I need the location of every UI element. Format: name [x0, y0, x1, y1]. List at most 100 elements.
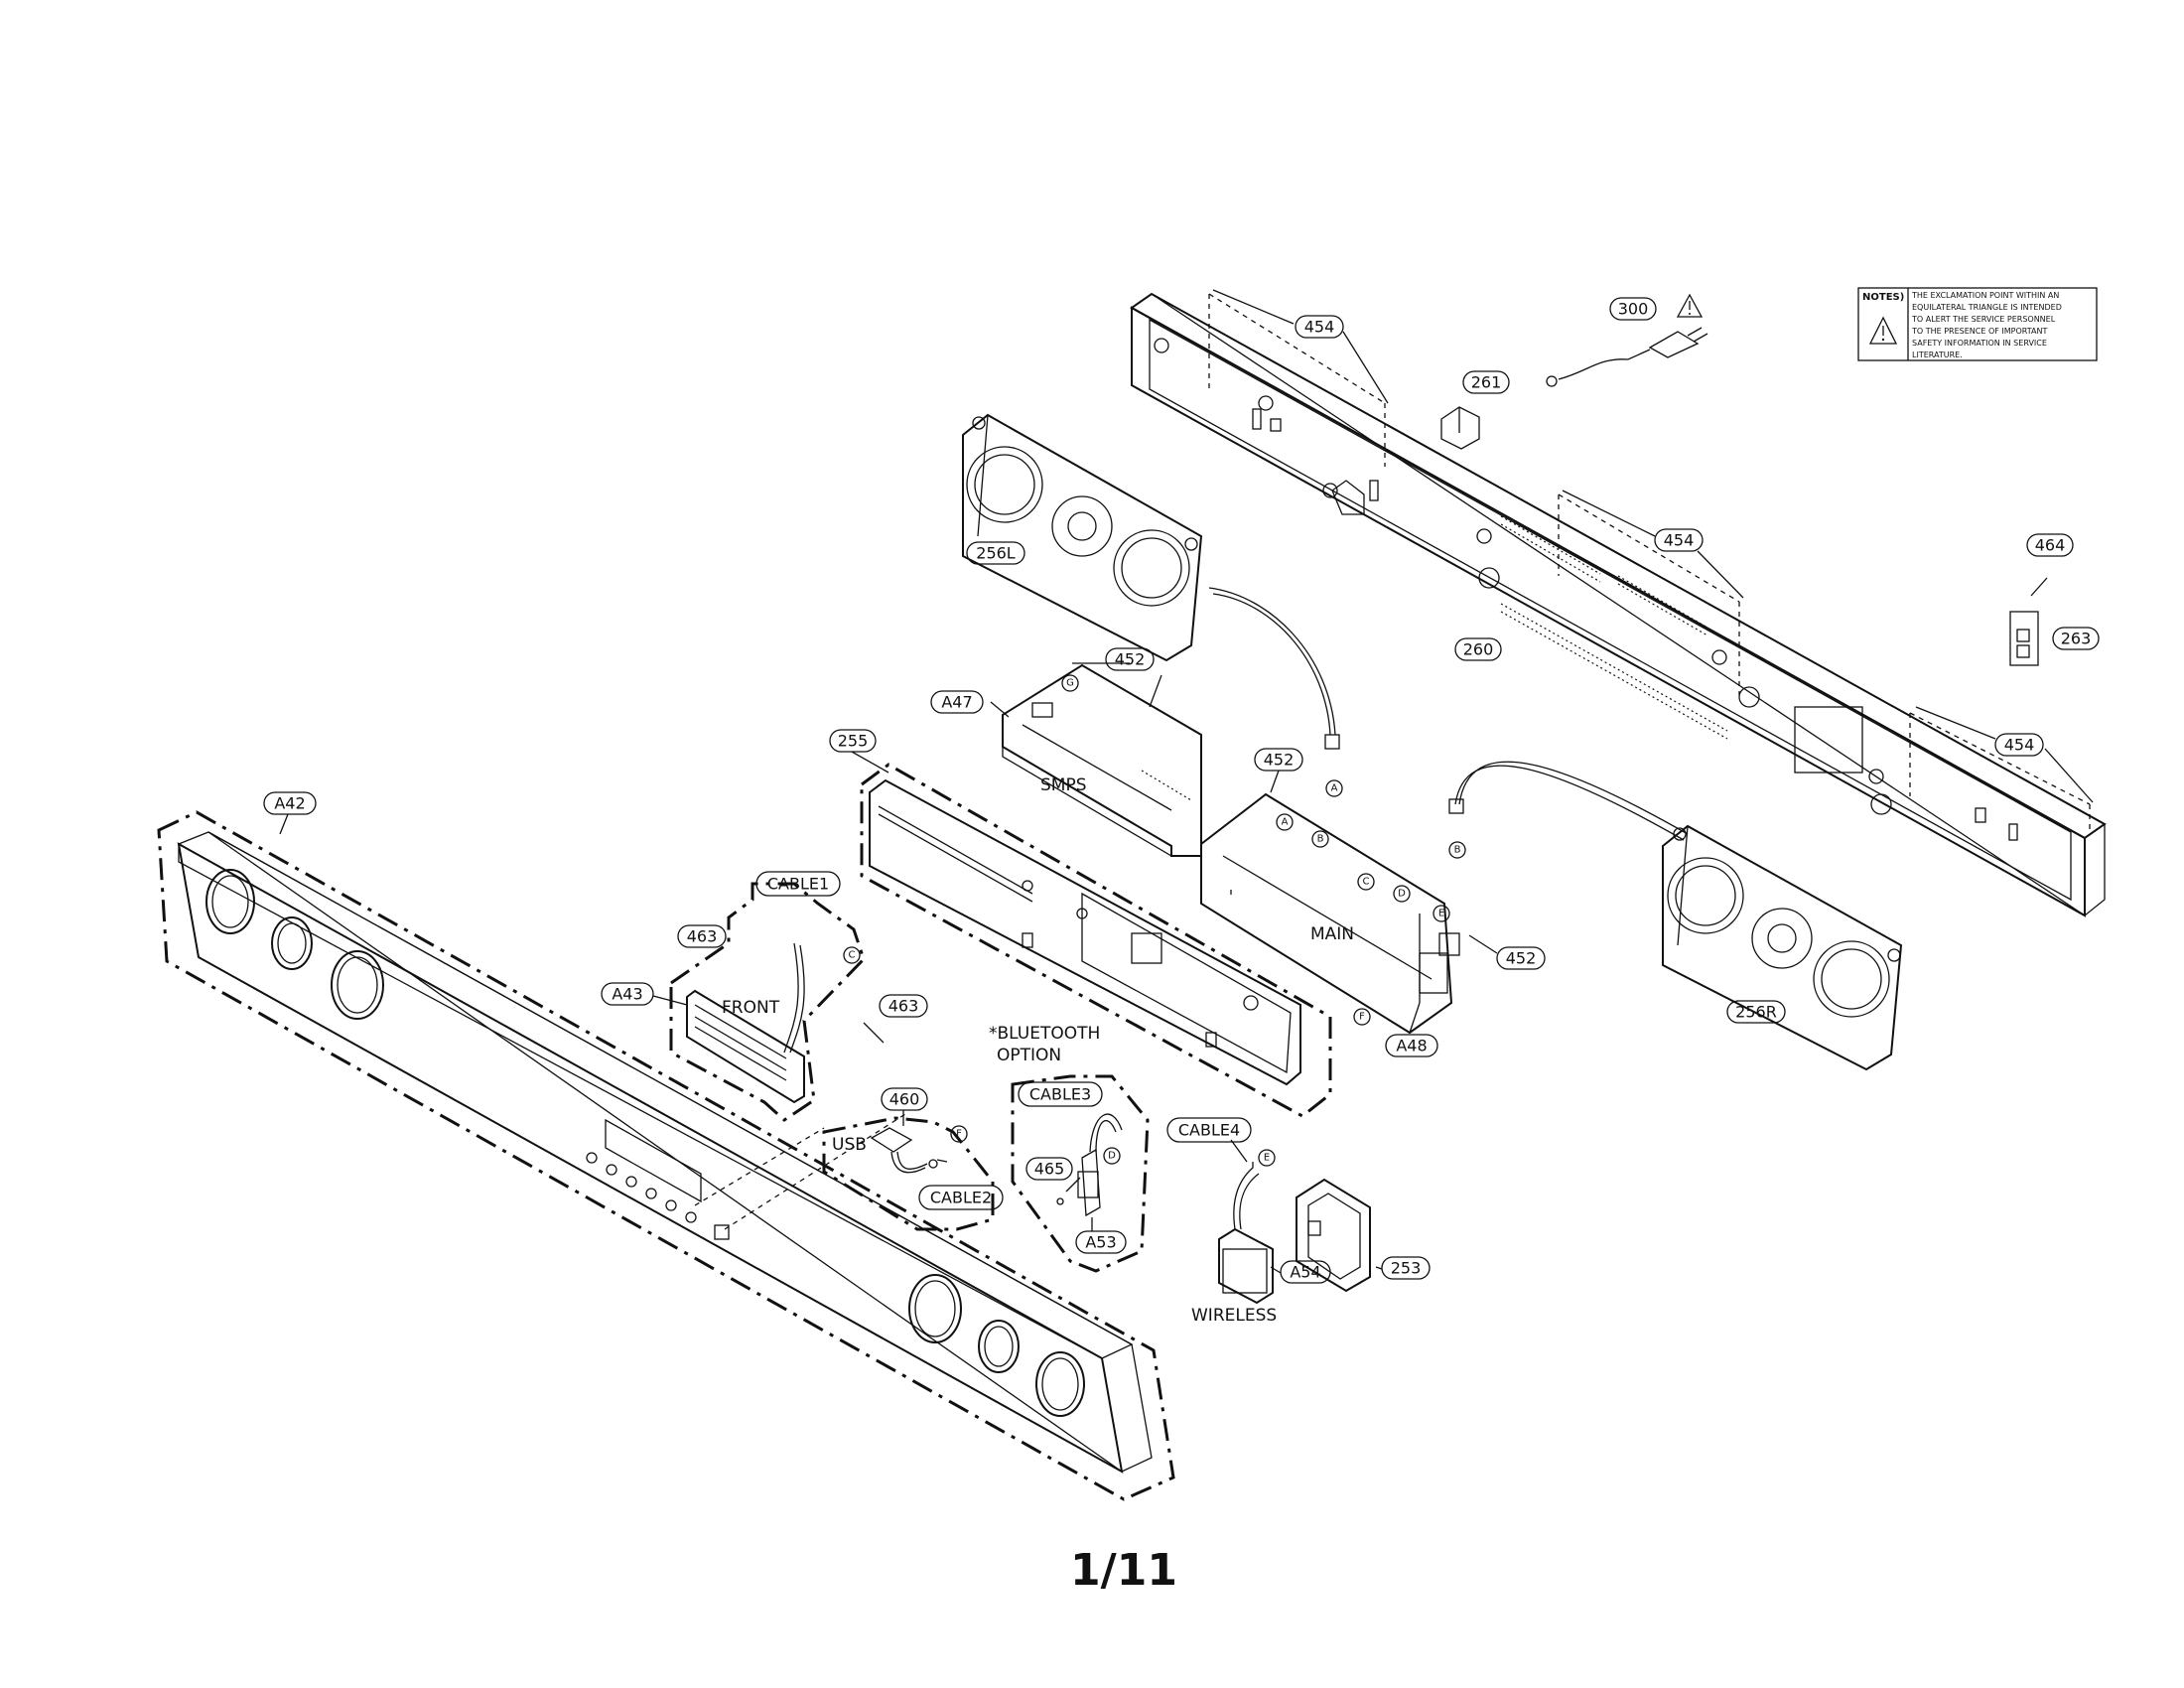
bluetooth-label: OPTION	[997, 1046, 1061, 1065]
front-label: FRONT	[722, 998, 780, 1018]
callout-a53: A53	[1075, 1230, 1127, 1254]
svg-text:255: 255	[838, 732, 869, 751]
boundary-a42	[157, 810, 1175, 1501]
svg-text:A54: A54	[1290, 1263, 1320, 1282]
front-grille-a42	[177, 831, 1153, 1474]
page-number: 1/11	[1070, 1545, 1177, 1596]
svg-text:A: A	[1282, 817, 1289, 828]
boundary-bluetooth	[1011, 1074, 1150, 1273]
svg-text:A47: A47	[941, 693, 972, 712]
svg-text:260: 260	[1463, 640, 1494, 659]
svg-text:E: E	[1438, 909, 1444, 919]
svg-text:300: 300	[1618, 300, 1649, 319]
callout-300: 300	[1609, 297, 1657, 321]
notes-box: NOTES) THE EXCLAMATION POINT WITHIN AN E…	[1857, 287, 2098, 361]
svg-text:D: D	[1108, 1151, 1116, 1162]
speaker-256r	[1448, 761, 1903, 1071]
svg-text:A: A	[1331, 783, 1338, 794]
svg-text:A48: A48	[1396, 1037, 1427, 1055]
callout-454: 454	[1295, 315, 1344, 339]
svg-text:G: G	[1066, 678, 1074, 689]
smps-label: SMPS	[1040, 775, 1087, 795]
connector-e: E E	[1258, 905, 1450, 1167]
bracket-261	[1440, 406, 1480, 450]
callout-a43: A43	[601, 982, 654, 1006]
svg-text:460: 460	[889, 1090, 920, 1109]
main-board-a48: MAIN	[1200, 792, 1460, 1035]
callout-cable2: CABLE2	[918, 1185, 1004, 1210]
connector-b: B B	[1311, 830, 1466, 859]
warning-triangle-icon	[1676, 293, 1704, 318]
callout-256r: 256R	[1726, 1000, 1786, 1024]
smps-board-a47: SMPS	[1002, 663, 1202, 858]
svg-text:263: 263	[2061, 630, 2092, 648]
notes-heading: NOTES)	[1862, 292, 1904, 303]
notes-line: SAFETY INFORMATION IN SERVICE	[1912, 339, 2047, 348]
notes-line: LITERATURE.	[1912, 351, 1963, 359]
callout-463: 463	[677, 924, 727, 948]
callout-a42: A42	[263, 791, 317, 815]
callout-452: 452	[1254, 748, 1303, 772]
rear-cabinet-260	[1130, 292, 2107, 917]
svg-text:B: B	[1454, 845, 1461, 856]
callout-454: 454	[1994, 733, 2044, 757]
callout-454: 454	[1654, 528, 1704, 552]
power-cord-300	[1546, 327, 1708, 387]
svg-text:256L: 256L	[976, 544, 1016, 563]
callout-261: 261	[1462, 370, 1510, 394]
callout-263: 263	[2052, 627, 2100, 650]
connector-g: G	[1061, 674, 1079, 692]
callout-452: 452	[1496, 946, 1546, 970]
boundary-255	[860, 763, 1332, 1118]
svg-text:CABLE1: CABLE1	[767, 875, 829, 894]
svg-text:D: D	[1398, 889, 1406, 900]
svg-text:F: F	[956, 1129, 962, 1140]
bluetooth-label: *BLUETOOTH	[989, 1024, 1100, 1044]
svg-text:454: 454	[1304, 318, 1335, 337]
svg-text:B: B	[1317, 834, 1324, 845]
notes-line: TO THE PRESENCE OF IMPORTANT	[1911, 327, 2047, 336]
callout-256l: 256L	[966, 541, 1025, 565]
svg-text:454: 454	[1664, 531, 1695, 550]
notes-line: TO ALERT THE SERVICE PERSONNEL	[1911, 315, 2056, 324]
front-board-a43: FRONT	[686, 942, 805, 1104]
wireless-module-a54: WIRELESS	[1191, 1162, 1277, 1326]
boundary-usb	[822, 1116, 995, 1231]
callout-a54: A54	[1280, 1260, 1331, 1284]
usb-label: USB	[832, 1135, 867, 1155]
svg-text:463: 463	[888, 997, 919, 1016]
boundary-a43	[669, 882, 866, 1122]
svg-text:C: C	[1363, 877, 1370, 888]
callout-cable1: CABLE1	[755, 871, 841, 897]
svg-text:E: E	[1264, 1153, 1270, 1164]
svg-text:464: 464	[2035, 536, 2066, 555]
svg-text:CABLE2: CABLE2	[930, 1189, 992, 1207]
svg-text:CABLE3: CABLE3	[1029, 1085, 1091, 1104]
usb-module: USB	[832, 1127, 938, 1174]
svg-text:256R: 256R	[1735, 1003, 1777, 1022]
wireless-label: WIRELESS	[1191, 1306, 1277, 1326]
connector-a: A A	[1276, 779, 1343, 831]
callout-465: 465	[1025, 1157, 1073, 1181]
connector-f: F F	[950, 1008, 1371, 1143]
connector-c: C C	[843, 873, 1375, 964]
bracket-263	[2009, 611, 2039, 666]
svg-text:A42: A42	[274, 794, 305, 813]
svg-text:F: F	[1359, 1012, 1365, 1023]
svg-text:261: 261	[1471, 373, 1502, 392]
svg-text:454: 454	[2004, 736, 2035, 755]
frame-255	[869, 778, 1301, 1086]
svg-text:452: 452	[1264, 751, 1295, 770]
main-label: MAIN	[1310, 924, 1354, 944]
callout-463: 463	[879, 994, 928, 1018]
callout-a48: A48	[1385, 1034, 1438, 1057]
svg-text:452: 452	[1506, 949, 1537, 968]
svg-text:452: 452	[1115, 650, 1146, 669]
bluetooth-module-a53	[1056, 1113, 1123, 1217]
callout-cable4: CABLE4	[1166, 1117, 1252, 1143]
notes-line: THE EXCLAMATION POINT WITHIN AN	[1911, 291, 2059, 300]
callout-260: 260	[1454, 637, 1502, 661]
callout-452: 452	[1105, 647, 1155, 671]
svg-text:CABLE4: CABLE4	[1178, 1121, 1240, 1140]
